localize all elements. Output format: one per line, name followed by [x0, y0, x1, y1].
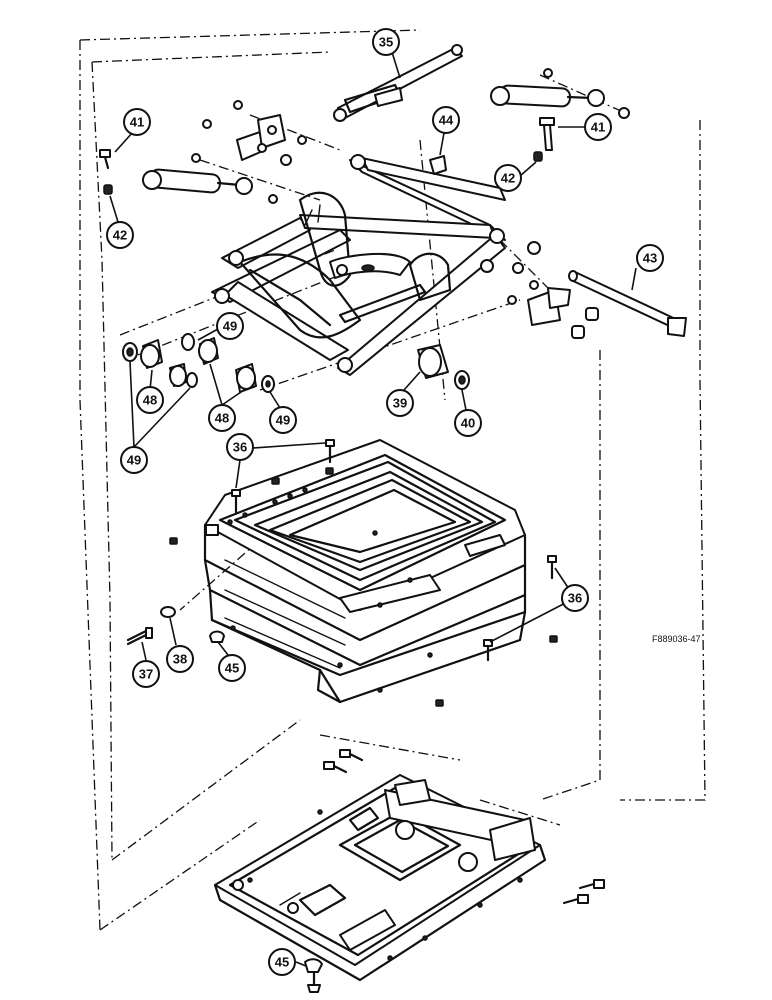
svg-text:45: 45 [275, 955, 289, 970]
figure-reference-code: F889036-47 [652, 634, 701, 644]
svg-text:39: 39 [393, 396, 407, 411]
callout-37: 37 [132, 660, 160, 688]
callout-42-right: 42 [494, 164, 522, 192]
svg-text:41: 41 [130, 115, 144, 130]
shock-absorber-left [142, 153, 278, 204]
svg-text:44: 44 [439, 113, 454, 128]
bolt-41-left [99, 149, 113, 195]
callout-39: 39 [386, 389, 414, 417]
callout-41-right: 41 [584, 113, 612, 141]
bellows-fasteners [126, 439, 558, 707]
bushings-group [122, 333, 470, 393]
mounting-bracket-right [507, 241, 599, 339]
bellows-cover [203, 439, 527, 704]
part-43-rod [568, 270, 687, 337]
callout-48-center: 48 [208, 404, 236, 432]
svg-text:38: 38 [173, 652, 187, 667]
leader-lines [109, 51, 637, 967]
callout-42-left: 42 [106, 221, 134, 249]
callout-40: 40 [454, 409, 482, 437]
svg-text:49: 49 [223, 319, 237, 334]
svg-text:37: 37 [139, 667, 153, 682]
svg-text:49: 49 [127, 453, 141, 468]
svg-text:35: 35 [379, 35, 393, 50]
svg-text:48: 48 [215, 411, 229, 426]
callout-41-left: 41 [123, 108, 151, 136]
svg-text:41: 41 [591, 120, 605, 135]
svg-text:43: 43 [643, 251, 657, 266]
svg-text:48: 48 [143, 393, 157, 408]
bolt-41-right [533, 117, 555, 162]
lower-base-plate [213, 749, 605, 993]
callout-36-upper: 36 [226, 433, 254, 461]
callout-38: 38 [166, 645, 194, 673]
callout-36-right: 36 [561, 584, 589, 612]
callout-49-center: 49 [269, 406, 297, 434]
callout-49-lower: 49 [120, 446, 148, 474]
callout-48-left: 48 [136, 386, 164, 414]
part-44-clip [429, 155, 447, 175]
callout-35: 35 [372, 28, 400, 56]
callout-49-upper: 49 [216, 312, 244, 340]
svg-text:42: 42 [501, 171, 515, 186]
part-35-lever-arm [333, 44, 463, 122]
scissor-suspension-frame [211, 154, 506, 376]
callout-45-middle: 45 [218, 654, 246, 682]
shock-absorber-right [490, 68, 630, 119]
svg-text:49: 49 [276, 413, 290, 428]
callout-45-bottom: 45 [268, 948, 296, 976]
callout-44: 44 [432, 106, 460, 134]
mounting-bracket-upper-left [202, 100, 307, 166]
svg-text:40: 40 [461, 416, 475, 431]
svg-text:36: 36 [233, 440, 247, 455]
callout-43: 43 [636, 244, 664, 272]
svg-text:42: 42 [113, 228, 127, 243]
svg-text:36: 36 [568, 591, 582, 606]
svg-text:45: 45 [225, 661, 239, 676]
